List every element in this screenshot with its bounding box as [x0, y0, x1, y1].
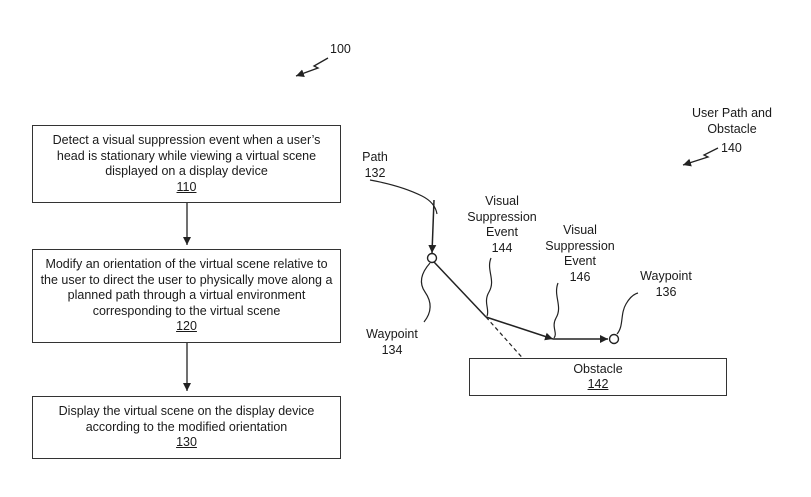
event-144-line2: Suppression [467, 209, 537, 224]
figure-ref-label: 100 [330, 42, 351, 56]
obstacle-label: Obstacle [573, 361, 623, 376]
event-146-leader [553, 282, 560, 339]
step-modify-text: Modify an orientation of the virtual sce… [40, 257, 333, 318]
event-146-line3: Event [564, 254, 596, 268]
path-diagram-title-line1: User Path and [692, 106, 772, 120]
event-146-label: Visual Suppression Event 146 [538, 223, 622, 285]
obstacle-box: Obstacle 142 [469, 358, 727, 396]
event-146-line1: Visual [563, 223, 597, 237]
step-detect-ref: 110 [176, 179, 197, 194]
step-display-ref: 130 [176, 435, 197, 450]
path-label-text: Path [362, 150, 388, 164]
step-display-box: Display the virtual scene on the display… [32, 396, 341, 459]
obstacle-ref: 142 [587, 377, 609, 391]
waypoint-134-leader [420, 262, 431, 323]
step-display-text: Display the virtual scene on the display… [58, 404, 315, 434]
step-modify-box: Modify an orientation of the virtual sce… [32, 249, 341, 343]
path-diagram-title-ref: 140 [721, 141, 742, 155]
waypoint-134-text: Waypoint [366, 327, 418, 341]
dashed-deviation-path [485, 316, 536, 373]
step-detect-text: Detect a visual suppression event when a… [52, 133, 321, 178]
step-modify-ref: 120 [176, 319, 197, 334]
waypoint-136-marker [608, 333, 620, 345]
path-diagram-title-line2: Obstacle [707, 121, 757, 136]
event-146-ref: 146 [569, 269, 591, 284]
title-ref-arrow [682, 147, 719, 167]
event-144-line1: Visual [485, 194, 519, 208]
path-label: Path 132 [355, 150, 395, 181]
waypoint-136-label: Waypoint 136 [634, 269, 698, 300]
path-segment-2 [485, 316, 554, 341]
path-segment-1 [433, 261, 487, 318]
event-144-leader [485, 257, 493, 317]
event-144-label: Visual Suppression Event 144 [460, 194, 544, 256]
waypoint-134-label: Waypoint 134 [360, 327, 424, 358]
path-diagram-title: User Path and Obstacle [672, 106, 792, 137]
figure-ref-arrow [295, 57, 329, 78]
event-144-ref: 144 [491, 240, 513, 255]
waypoint-134-marker [426, 252, 438, 264]
waypoint-136-leader [616, 292, 639, 335]
event-144-line3: Event [486, 225, 518, 239]
waypoint-136-ref: 136 [655, 284, 677, 299]
waypoint-134-ref: 134 [381, 342, 403, 357]
path-leader-line [369, 179, 438, 215]
waypoint-136-text: Waypoint [640, 269, 692, 283]
event-146-line2: Suppression [545, 238, 615, 253]
path-label-ref: 132 [364, 165, 386, 180]
path-incoming-arrow [428, 199, 437, 254]
step-detect-box: Detect a visual suppression event when a… [32, 125, 341, 203]
